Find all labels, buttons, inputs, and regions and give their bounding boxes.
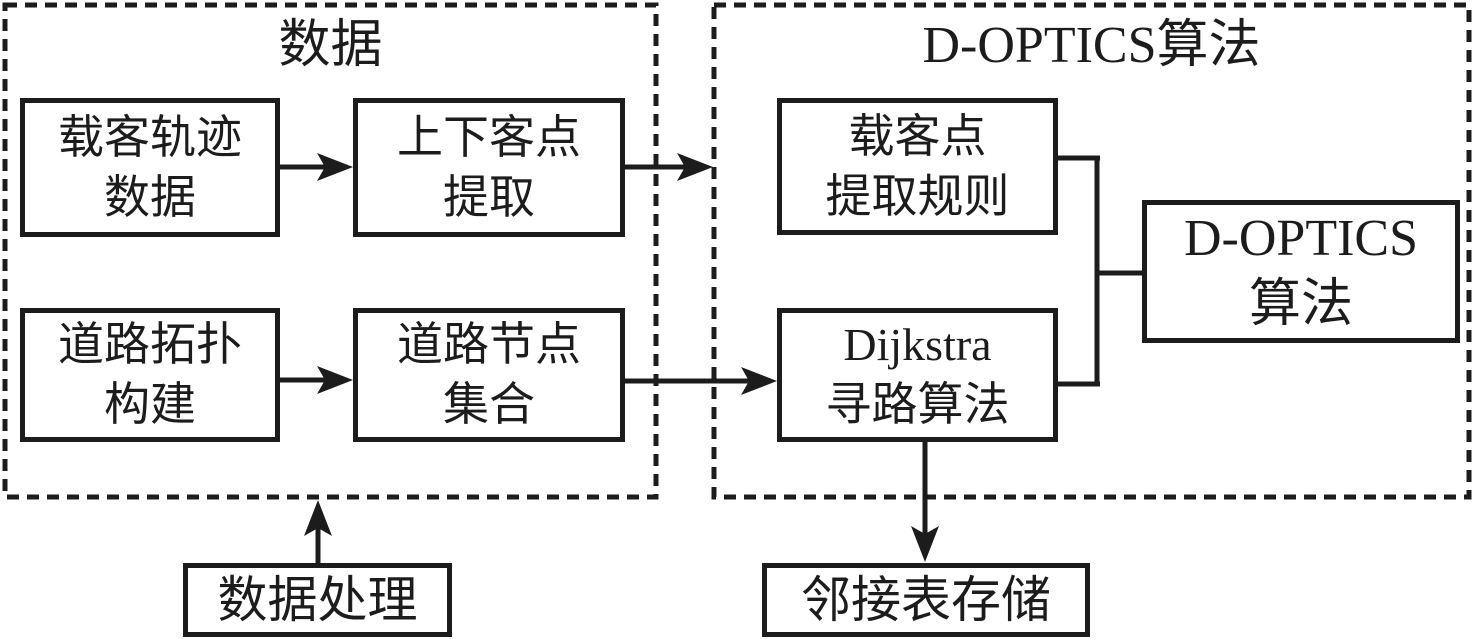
- group-optics-title: D-OPTICS算法: [922, 17, 1261, 74]
- arrow-processing-to-data-head: [304, 500, 332, 536]
- arrow-topology-to-nodeset-head: [317, 366, 353, 394]
- node-road-topology-line2: 构建: [104, 379, 196, 430]
- group-data-title: 数据: [278, 17, 383, 74]
- node-pickup-dropoff-extraction: 上下客点 提取: [353, 98, 625, 237]
- node-dijkstra: Dijkstra 寻路算法: [777, 308, 1058, 442]
- group-optics-frame: [711, 2, 1472, 500]
- node-d-optics-line2: 算法: [1248, 275, 1353, 333]
- node-road-topology: 道路拓扑 构建: [20, 308, 280, 442]
- node-pickup-dropoff-extraction-line1: 上下客点: [397, 111, 581, 163]
- node-trajectory-data: 载客轨迹 数据: [20, 98, 280, 237]
- node-data-processing-line1: 数据处理: [217, 572, 418, 628]
- node-dijkstra-line1: Dijkstra: [843, 319, 992, 370]
- node-pickup-rules: 载客点 提取规则: [777, 98, 1058, 235]
- node-trajectory-data-line1: 载客轨迹: [58, 111, 242, 163]
- arrow-extraction-to-optics-head: [677, 153, 713, 181]
- node-road-node-set-line1: 道路节点: [397, 319, 581, 370]
- node-pickup-rules-line1: 载客点: [848, 110, 987, 162]
- node-adjacency-storage: 邻接表存储: [762, 563, 1090, 637]
- node-pickup-dropoff-extraction-line2: 提取: [443, 171, 535, 223]
- node-road-node-set-line2: 集合: [443, 379, 535, 430]
- arrow-dijkstra-to-adjacency-head: [911, 526, 939, 562]
- node-road-node-set: 道路节点 集合: [353, 308, 625, 442]
- node-adjacency-storage-line1: 邻接表存储: [801, 572, 1051, 628]
- arrow-trajectory-to-extraction-head: [317, 153, 353, 181]
- node-pickup-rules-line2: 提取规则: [825, 170, 1010, 222]
- node-d-optics: D-OPTICS 算法: [1142, 200, 1460, 343]
- node-data-processing: 数据处理: [183, 563, 452, 637]
- node-d-optics-line1: D-OPTICS: [1183, 209, 1419, 267]
- node-trajectory-data-line2: 数据: [104, 171, 196, 223]
- node-dijkstra-line2: 寻路算法: [825, 379, 1010, 430]
- node-road-topology-line1: 道路拓扑: [58, 319, 242, 370]
- group-data-frame: [2, 2, 659, 500]
- arrow-nodeset-to-dijkstra-head: [741, 367, 777, 395]
